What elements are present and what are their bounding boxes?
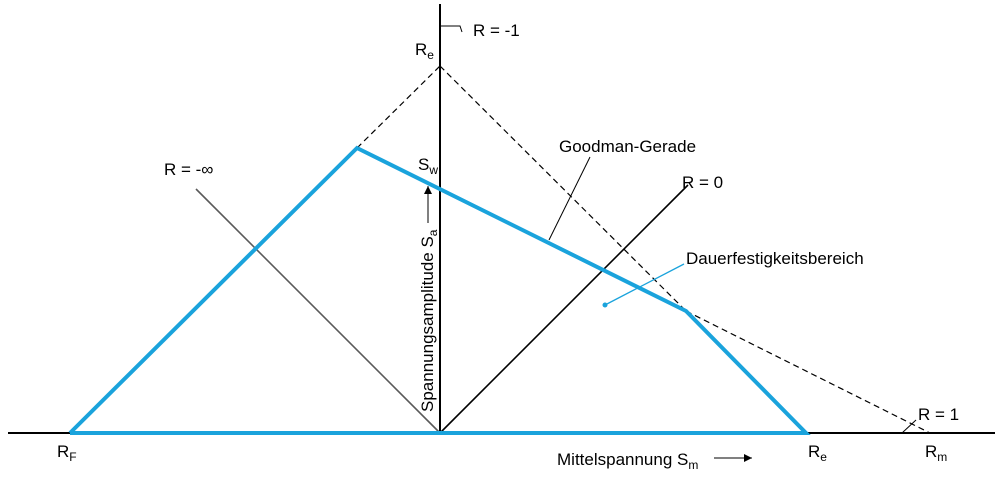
dashed-goodman-extension: [685, 310, 931, 434]
y-axis-arrow: [424, 186, 432, 223]
label-rf: RF: [57, 442, 77, 464]
x-axis-arrow: [714, 454, 752, 462]
label-dauerfestigkeitsbereich: Dauerfestigkeitsbereich: [686, 249, 864, 268]
dashed-yield-limit-left: [356, 65, 441, 149]
label-re-right: Re: [808, 442, 827, 464]
fatigue-region-outline: [68, 145, 811, 435]
y-axis-title: Spannungsamplitude Sa: [418, 229, 440, 412]
ray-r-zero: [439, 184, 689, 434]
label-r-minus-infinity: R = -∞: [164, 160, 213, 179]
leader-r-one: [901, 419, 917, 434]
leader-dauer: [604, 263, 685, 306]
label-goodman-gerade: Goodman-Gerade: [559, 137, 696, 156]
label-rm: Rm: [925, 442, 947, 464]
ray-r-minus-infinity: [195, 188, 441, 434]
label-r-one: R = 1: [918, 405, 959, 424]
label-sw: Sw: [418, 155, 438, 177]
leader-goodman: [548, 156, 591, 241]
label-r-minus-1: R = -1: [473, 21, 520, 40]
label-re-top: Re: [415, 40, 434, 62]
leader-r-minus-1: [440, 25, 463, 33]
x-axis-title: Mittelspannung Sm: [557, 450, 698, 472]
dashed-yield-limit-right: [439, 65, 687, 312]
label-r-zero: R = 0: [682, 173, 723, 192]
leader-dauer-dot: [602, 302, 608, 308]
